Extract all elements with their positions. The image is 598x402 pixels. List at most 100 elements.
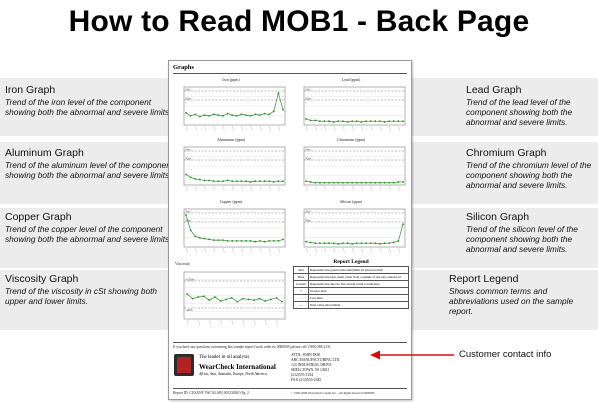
band-lead	[411, 78, 598, 136]
data-line	[186, 293, 283, 303]
legend-row: ---Data value unavailable	[293, 301, 409, 309]
date-tick-label	[231, 319, 234, 326]
date-tick-label	[185, 247, 188, 253]
data-point	[351, 181, 354, 184]
annotation-heading: Chromium Graph	[466, 147, 547, 159]
data-point	[217, 180, 220, 183]
data-point	[247, 298, 250, 301]
date-tick-label	[379, 247, 382, 253]
date-tick-label	[352, 185, 354, 191]
annotation-report-legend: Report Legend Shows common terms and abb…	[449, 273, 596, 316]
date-tick-label	[268, 125, 271, 131]
data-point	[355, 242, 358, 245]
graph-title: Silicon (ppm)	[339, 199, 363, 204]
date-tick-label	[185, 125, 188, 131]
legend-key: Base	[293, 273, 309, 281]
annotation-heading: Viscosity Graph	[5, 273, 79, 285]
date-tick-label	[333, 185, 336, 191]
legend-key: +	[293, 287, 309, 295]
data-point	[402, 120, 404, 123]
date-tick-label	[276, 319, 279, 326]
lower-limit-label: -20%	[186, 308, 194, 312]
data-point	[264, 300, 267, 302]
data-point	[249, 240, 252, 242]
data-point	[351, 120, 354, 123]
data-point	[191, 297, 194, 300]
data-point	[309, 119, 312, 122]
data-point	[208, 114, 210, 117]
legend-row: +Greater than	[293, 287, 409, 295]
regions: Africa, Asia, Australia, Europe, North A…	[199, 372, 267, 376]
data-point	[235, 114, 238, 117]
graph-title: Aluminum (ppm)	[216, 137, 246, 142]
date-tick-label	[305, 185, 308, 191]
data-point	[197, 296, 200, 298]
data-point	[309, 241, 312, 244]
severe-label: Sev	[186, 87, 192, 91]
date-tick-label	[268, 185, 271, 191]
data-point	[397, 240, 400, 242]
page-title: How to Read MOB1 - Back Page	[68, 5, 530, 38]
data-point	[305, 118, 307, 120]
data-point	[185, 111, 187, 114]
annotation-heading: Iron Graph	[5, 84, 56, 96]
data-point	[342, 120, 344, 123]
date-tick-label	[232, 125, 234, 131]
annotation-chromium-graph: Chromium Graph Trend of the chromium lev…	[466, 147, 596, 190]
address-line: 123 INDUSTRIAL DRIVE	[291, 363, 332, 368]
date-tick-label	[361, 125, 364, 131]
data-line	[185, 174, 283, 183]
date-tick-label	[265, 319, 267, 326]
data-point	[402, 223, 404, 226]
data-point	[202, 295, 205, 298]
data-point	[337, 243, 340, 245]
date-tick-label	[204, 247, 207, 253]
data-point	[282, 180, 284, 183]
data-point	[241, 297, 244, 300]
date-tick-label	[259, 125, 262, 131]
data-point	[236, 300, 239, 303]
legend-key: Abn	[293, 266, 309, 274]
date-tick-label	[342, 125, 345, 131]
date-tick-label	[352, 125, 354, 131]
data-point	[198, 178, 201, 181]
date-tick-label	[250, 185, 253, 191]
date-tick-label	[222, 247, 225, 253]
data-point	[305, 240, 307, 243]
band-chromium	[411, 142, 598, 204]
annotation-heading: Report Legend	[449, 273, 519, 285]
data-point	[392, 241, 395, 244]
date-tick-label	[222, 125, 225, 131]
abnormal-label: Abn	[185, 156, 192, 160]
severe-label: Sev	[186, 147, 192, 151]
data-line	[185, 91, 284, 118]
tagline: The leader in oil analysis	[199, 355, 250, 360]
data-point	[263, 112, 266, 115]
customer-address: ATTN: JOHN DOE ABC MANUFACTURING LTD. 12…	[291, 353, 340, 384]
data-point	[189, 229, 192, 232]
annotation-desc: Shows common terms and abbreviations use…	[449, 286, 574, 316]
data-point	[374, 120, 377, 123]
data-point	[282, 108, 284, 111]
date-tick-label	[324, 125, 327, 131]
data-point	[277, 92, 280, 94]
data-point	[208, 238, 210, 241]
annotation-desc: Trend of the aluminum level of the compo…	[5, 160, 174, 180]
data-point	[355, 120, 358, 123]
band-report-legend	[411, 270, 598, 330]
report-id: Report ID: CUSANY [WCALAB] 0012345(6) Pg…	[173, 391, 249, 395]
data-point	[245, 180, 247, 183]
data-point	[346, 181, 349, 184]
date-tick-label	[398, 185, 401, 191]
annotation-heading: Silicon Graph	[466, 211, 530, 223]
data-point	[392, 120, 395, 123]
data-point	[328, 181, 330, 184]
